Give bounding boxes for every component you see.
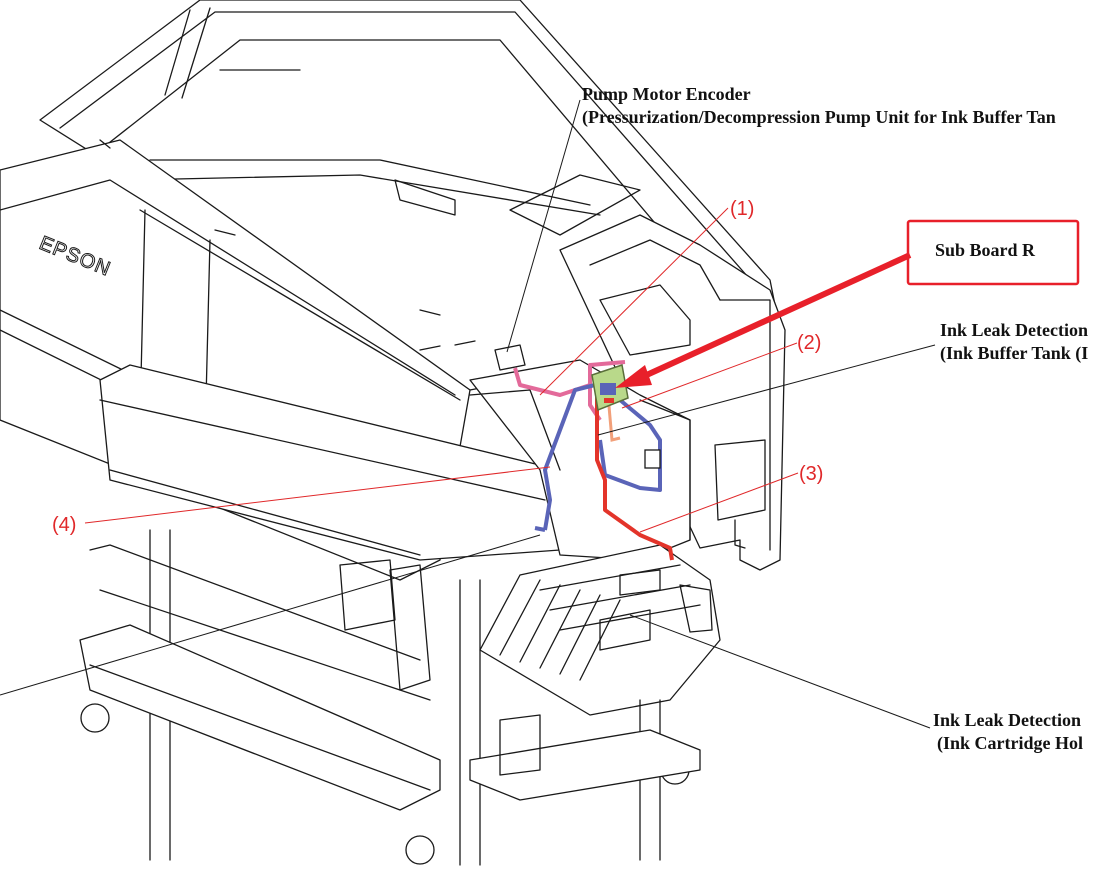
arrow-head [615, 365, 652, 388]
printer-body [0, 0, 786, 866]
leaders [0, 99, 936, 729]
leader-leak-cartridge [629, 614, 931, 729]
arrow-sub-board [638, 252, 912, 381]
pump-encoder-title: Pump Motor Encoder [582, 84, 751, 104]
cable-orange-2 [606, 394, 621, 442]
leader-n2 [621, 342, 798, 409]
leader-n1 [539, 207, 729, 396]
leak-cartridge-title: Ink Leak Detection [933, 710, 1081, 730]
leak-buffer-title: Ink Leak Detection [940, 320, 1088, 340]
leader-pump-encoder [506, 99, 581, 353]
cable-red-3 [595, 395, 674, 561]
number-label-1: (1) [730, 198, 754, 220]
leak-cartridge-subtitle: (Ink Cartridge Hol [937, 733, 1083, 754]
sub-board-highlight-box [906, 219, 1080, 286]
leader-n3 [639, 472, 799, 533]
number-label-3: (3) [799, 463, 823, 485]
sub-board-r-component [591, 364, 661, 469]
number-label-2: (2) [797, 332, 821, 354]
leak-buffer-subtitle: (Ink Buffer Tank (I [940, 343, 1088, 364]
number-label-4: (4) [52, 514, 76, 536]
pump-encoder-subtitle: (Pressurization/Decompression Pump Unit … [582, 107, 1056, 128]
leader-leak-buffer [597, 344, 936, 436]
leader-left [0, 534, 541, 696]
sub-board-label: Sub Board R [935, 240, 1036, 260]
leader-n4 [84, 466, 551, 524]
